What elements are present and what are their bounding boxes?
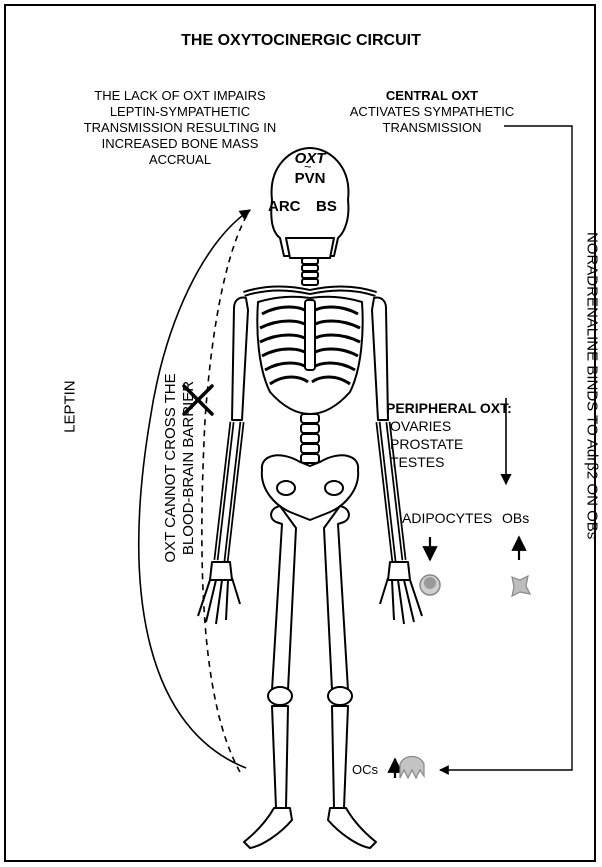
adipocytes-label: ADIPOCYTES [402,510,492,526]
brain-bs-label: BS [316,198,337,215]
barrier-line-2: BLOOD-BRAIN BARRIER [180,318,198,618]
ocs-label: OCs [352,763,378,778]
peripheral-oxt-heading: PERIPHERAL OXT: [386,399,512,417]
cervical-spine [302,258,318,285]
leptin-label: LEPTIN [61,367,78,447]
peripheral-oxt-block: PERIPHERAL OXT: OVARIES PROSTATE TESTES [386,399,512,471]
peripheral-organ: TESTES [386,453,512,471]
obs-label: OBs [502,510,529,526]
left-femur [271,506,296,690]
left-knee [268,687,292,705]
lumbar-spine [301,414,319,463]
right-femur [324,506,349,690]
sternum [305,300,315,370]
left-humerus [232,297,248,420]
left-foot [244,808,292,848]
right-knee [328,687,352,705]
oxt-barrier-label: OXT CANNOT CROSS THE BLOOD-BRAIN BARRIER [162,318,198,618]
adipocyte-cell-icon [420,575,440,595]
osteoclast-cell-icon [400,757,424,779]
pvn-tilde: ~ [304,160,312,175]
jaw [286,238,334,258]
left-hand [198,562,240,624]
right-foot [328,808,376,848]
skeleton-illustration [198,148,422,848]
barrier-line-1: OXT CANNOT CROSS THE [162,318,180,618]
noradrenaline-label: NORADRENALINE BINDS TO Adrβ2 ON OBs [583,196,600,576]
peripheral-organ: PROSTATE [386,435,512,453]
left-tibia [272,706,288,808]
right-hand [380,562,422,624]
osteoblast-cell-icon [512,576,530,596]
right-tibia [332,706,348,808]
peripheral-organ: OVARIES [386,417,512,435]
brain-arc-label: ARC [268,198,301,215]
